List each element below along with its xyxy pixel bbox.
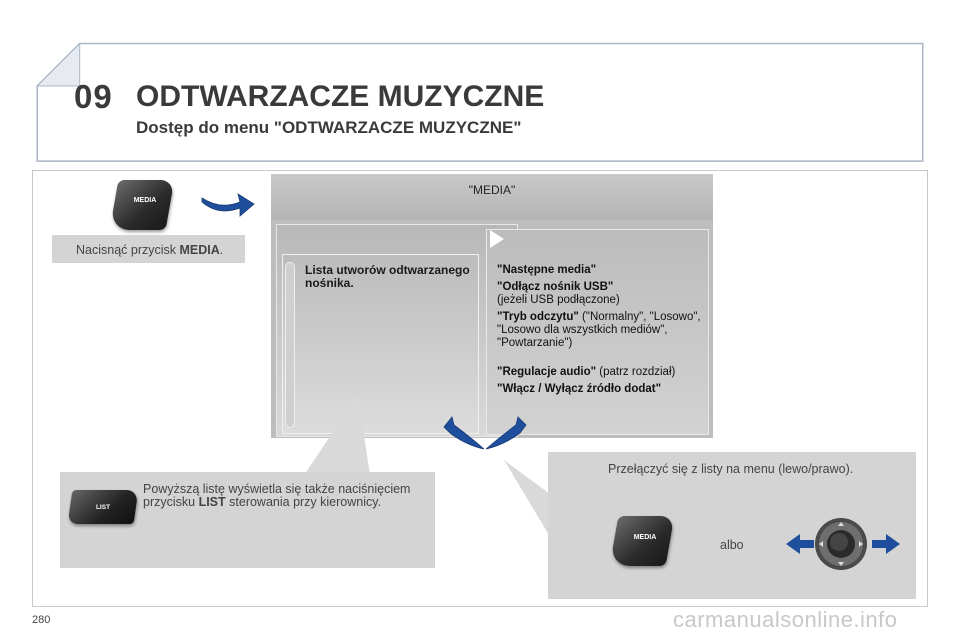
screen-header-bar — [271, 174, 713, 220]
step1-suffix: . — [219, 243, 224, 257]
menu-item-play-mode: "Tryb odczytu" ("Normalny", "Losowo", "L… — [497, 311, 701, 349]
section-subtitle: Dostęp do menu "ODTWARZACZE MUZYCZNE" — [136, 118, 522, 137]
media-button-label-2: MEDIA — [633, 534, 657, 541]
menu-item-disconnect-usb: "Odłącz nośnik USB"(jeżeli USB podłączon… — [497, 281, 620, 306]
switch-arrows-icon — [443, 416, 527, 450]
header-box — [36, 42, 924, 162]
list-note-suffix: sterowania przy kierownicy. — [225, 495, 382, 509]
page-number: 280 — [32, 614, 51, 626]
media-button-image — [109, 180, 175, 230]
step1-bold: MEDIA — [179, 243, 220, 257]
play-icon — [490, 230, 504, 248]
track-list-inner — [282, 254, 479, 434]
media-menu-panel — [486, 229, 709, 435]
track-list-title: Lista utworów odtwarzanego nośnika. — [305, 263, 470, 290]
page-title: ODTWARZACZE MUZYCZNE — [136, 80, 545, 113]
rotary-knob-icon — [786, 518, 900, 570]
list-note-text: Powyższą listę wyświetla się także naciś… — [143, 482, 411, 509]
menu-item-aux-source: "Włącz / Wyłącz źródło dodat" — [497, 383, 662, 395]
screen-header-label: "MEDIA" — [468, 183, 516, 197]
scrollbar — [285, 262, 295, 428]
media-button-label: MEDIA — [133, 197, 157, 204]
step1-instruction-box: Nacisnąć przycisk MEDIA. — [52, 235, 245, 263]
callout-pointer-left — [300, 395, 370, 481]
list-button-label: LIST — [95, 504, 111, 511]
chapter-number: 09 — [74, 78, 113, 115]
callout-pointer-right — [504, 460, 558, 550]
menu-item-next-media: "Następne media" — [497, 264, 597, 276]
step1-text: Nacisnąć przycisk — [76, 243, 180, 257]
arrow-right-icon — [201, 193, 255, 217]
or-label: albo — [720, 538, 744, 552]
media-button-image-2 — [609, 516, 675, 566]
menu-item-audio-settings: "Regulacje audio" (patrz rozdział) — [497, 366, 676, 378]
watermark: carmanualsonline.info — [673, 607, 898, 632]
switch-note-text: Przełączyć się z listy na menu (lewo/pra… — [608, 462, 854, 476]
list-note-bold: LIST — [198, 495, 226, 509]
